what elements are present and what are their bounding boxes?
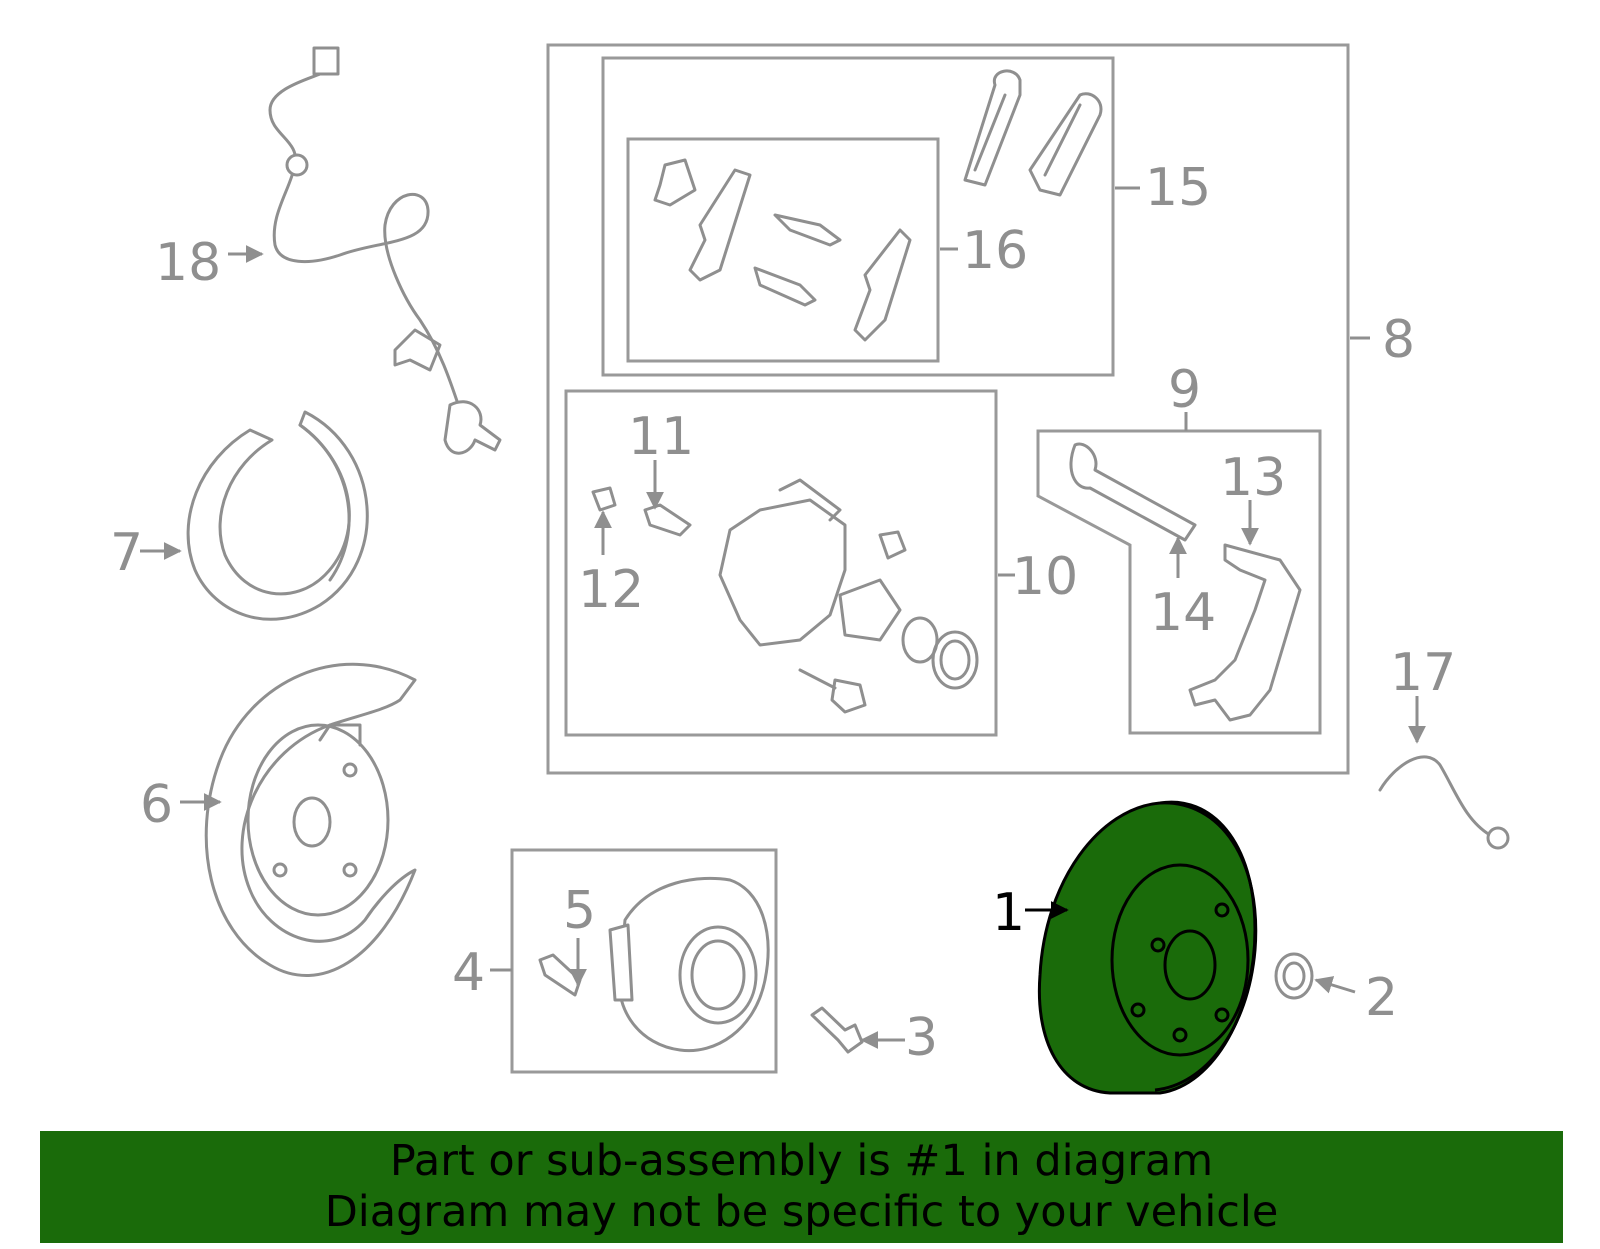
brake-shoe-7 [186, 410, 369, 621]
caliper-bracket-13 [1188, 543, 1302, 722]
hub-bolt-5 [538, 953, 582, 997]
caliper-10 [591, 478, 979, 714]
dust-shield-6 [204, 662, 417, 977]
group-box-15 [601, 56, 1115, 377]
callout-8: 8 [1382, 310, 1415, 370]
info-banner: Part or sub-assembly is #1 in diagram Di… [40, 1131, 1563, 1243]
callout-17: 17 [1390, 643, 1456, 703]
callout-12: 12 [578, 560, 644, 620]
banner-line-2: Diagram may not be specific to your vehi… [324, 1187, 1279, 1237]
callout-3: 3 [905, 1008, 938, 1068]
callout-2: 2 [1365, 968, 1398, 1028]
callout-13: 13 [1220, 448, 1286, 508]
callout-11: 11 [628, 407, 694, 467]
callout-6: 6 [140, 775, 173, 835]
hub-bearing-4 [608, 876, 770, 1053]
callout-9: 9 [1168, 360, 1201, 420]
callout-18: 18 [155, 233, 221, 293]
leader-lines [140, 186, 1426, 1049]
group-box-10 [564, 389, 998, 737]
callout-4: 4 [452, 943, 485, 1003]
banner-line-1: Part or sub-assembly is #1 in diagram [389, 1136, 1214, 1186]
brake-rotor-1 [1037, 800, 1258, 1095]
callout-14: 14 [1150, 583, 1216, 643]
callout-10: 10 [1012, 547, 1078, 607]
callout-7: 7 [110, 523, 143, 583]
sensor-wire-17 [1378, 755, 1510, 850]
callout-16: 16 [962, 221, 1028, 281]
group-box-9 [1036, 429, 1322, 735]
group-box-4 [510, 848, 778, 1074]
group-box-16 [626, 137, 940, 363]
assembly-box-8 [546, 43, 1350, 775]
abs-sensor-18 [268, 46, 502, 455]
guide-pin-14 [1069, 442, 1197, 542]
pad-clips-16 [653, 158, 912, 342]
brake-pads-15 [963, 69, 1103, 197]
bolt-3 [810, 1006, 864, 1054]
callout-15: 15 [1145, 158, 1211, 218]
callout-1: 1 [992, 883, 1025, 943]
nut-2 [1274, 952, 1314, 1000]
callout-5: 5 [563, 881, 596, 941]
